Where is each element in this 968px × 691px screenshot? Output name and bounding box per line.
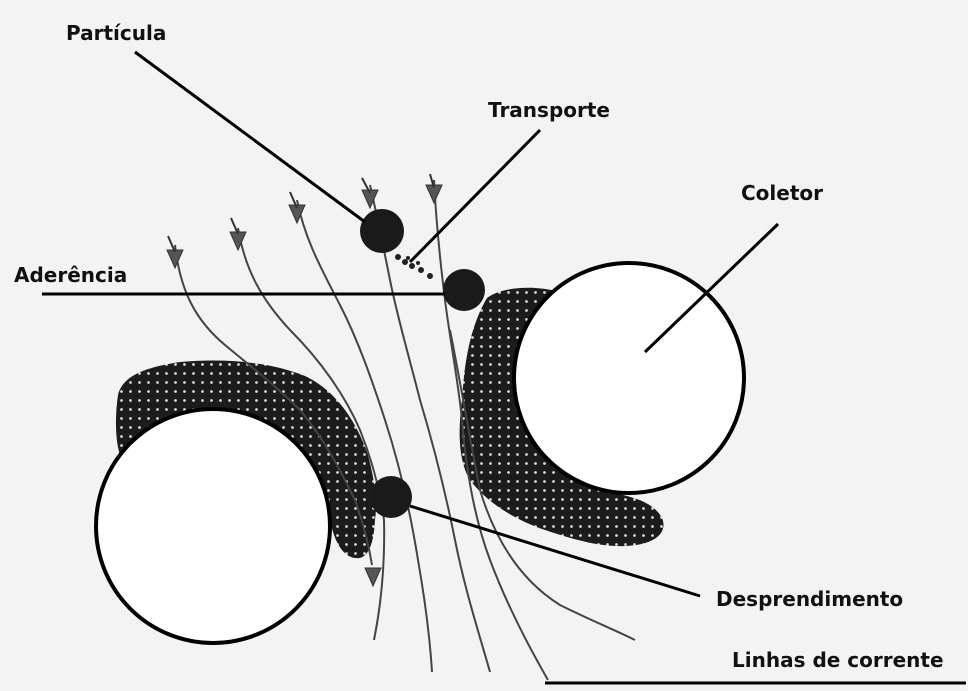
collector-right: [514, 263, 744, 493]
label-linhas-de-corrente: Linhas de corrente: [732, 648, 944, 672]
label-particula: Partícula: [66, 21, 166, 45]
particle-detached: [370, 476, 412, 518]
label-aderencia: Aderência: [14, 263, 127, 287]
collector-left: [96, 409, 330, 643]
particle-adhered: [443, 269, 485, 311]
particle-icon: [360, 209, 404, 253]
label-transporte: Transporte: [488, 98, 610, 122]
label-coletor: Coletor: [741, 181, 823, 205]
arrowhead-down-icon: [365, 568, 381, 586]
leader-transporte: [410, 130, 540, 262]
arrowhead-down-icon: [167, 250, 183, 268]
arrowhead-down-icon: [230, 232, 246, 250]
leader-particula: [135, 52, 365, 222]
label-desprendimento: Desprendimento: [716, 587, 903, 611]
